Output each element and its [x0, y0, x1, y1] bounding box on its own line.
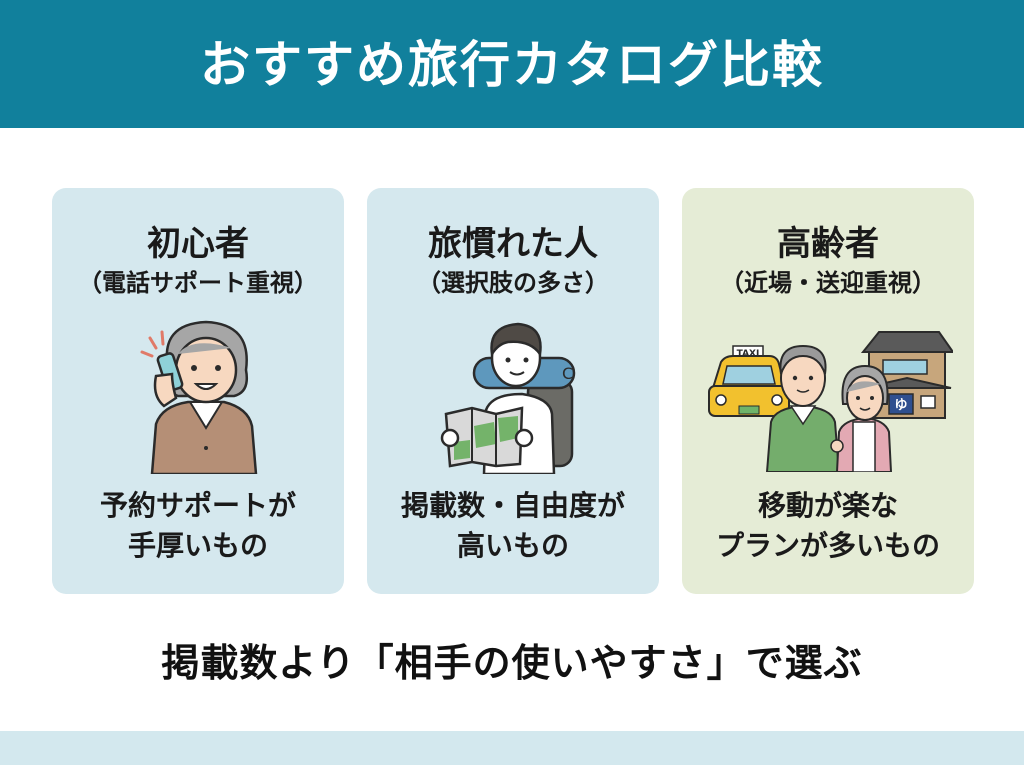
svg-text:TAXI: TAXI: [737, 349, 760, 359]
page-title: おすすめ旅行カタログ比較: [200, 36, 824, 94]
card-description: 移動が楽な プランが多いもの: [682, 486, 974, 566]
comparison-cards: 初心者 （電話サポート重視）: [52, 188, 974, 594]
card-desc-line2: 高いもの: [456, 529, 569, 562]
inn-icon: ゆ: [860, 331, 955, 419]
card-desc-line1: 予約サポートが: [99, 489, 296, 522]
elderly-woman-on-phone-icon: [128, 314, 268, 478]
elderly-man-icon: [765, 344, 841, 473]
card-description: 予約サポートが 手厚いもの: [52, 486, 344, 566]
card-subtitle: （選択肢の多さ）: [417, 269, 609, 297]
taxi-icon: TAXI: [708, 345, 790, 417]
card-title: 初心者: [147, 224, 249, 264]
card-seniors: 高齢者 （近場・送迎重視） ゆ TAXI: [682, 188, 974, 594]
card-desc-line2: プランが多いもの: [715, 529, 940, 562]
card-desc-line2: 手厚いもの: [127, 529, 268, 562]
card-title: 旅慣れた人: [428, 224, 598, 264]
card-description: 掲載数・自由度が 高いもの: [367, 486, 659, 566]
elderly-woman-icon: [830, 364, 893, 473]
header-banner: おすすめ旅行カタログ比較: [0, 0, 1024, 128]
card-subtitle: （電話サポート重視）: [78, 269, 318, 297]
summary-message: 掲載数より「相手の使いやすさ」で選ぶ: [161, 641, 863, 685]
svg-text:ゆ: ゆ: [894, 398, 907, 413]
svg-text:C: C: [562, 364, 573, 383]
card-beginner: 初心者 （電話サポート重視）: [52, 188, 344, 594]
card-title: 高齢者: [777, 224, 879, 264]
card-experienced-traveler: 旅慣れた人 （選択肢の多さ） C: [367, 188, 659, 594]
card-subtitle: （近場・送迎重視）: [720, 269, 936, 297]
card-desc-line1: 移動が楽な: [757, 489, 898, 522]
elderly-couple-taxi-inn-icon: ゆ TAXI: [703, 322, 955, 476]
backpacker-with-map-icon: C: [438, 314, 588, 478]
card-desc-line1: 掲載数・自由度が: [400, 489, 625, 522]
footer-band: [0, 731, 1024, 765]
